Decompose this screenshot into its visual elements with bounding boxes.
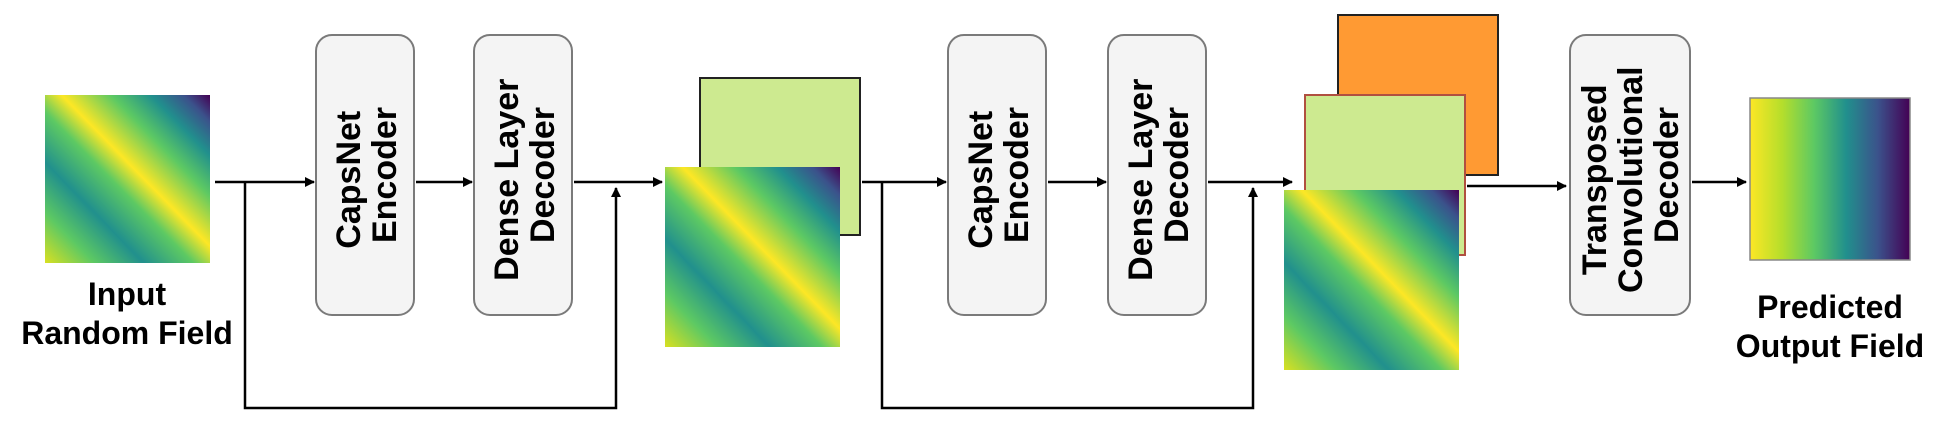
final-decoder-label-line1: Transposed	[1576, 84, 1614, 275]
final-decoder-label-line3: Decoder	[1648, 107, 1686, 243]
edge-stage1-skip-connection	[243, 182, 621, 410]
input-caption-line2: Random Field	[21, 315, 233, 351]
stage1-capsnet-encoder-block: CapsNet Encoder	[315, 34, 415, 316]
stage2-decoder-label-line1: Dense Layer	[1122, 79, 1160, 281]
input-random-field-image	[45, 95, 210, 263]
svg-text:CapsNet Encoder: CapsNet Encoder	[962, 101, 1036, 248]
svg-text:Dense Layer Decoder: Dense Layer Decoder	[488, 69, 562, 281]
stage2-field-output-image	[1284, 190, 1459, 370]
stage1-encoder-label-line2: Encoder	[366, 107, 404, 243]
stage1-decoder-label-line1: Dense Layer	[488, 79, 526, 281]
svg-text:CapsNet Encoder: CapsNet Encoder	[330, 101, 404, 248]
output-caption-line2: Output Field	[1736, 328, 1924, 364]
predicted-output-field-image	[1749, 97, 1911, 261]
stage2-encoder-label-line2: Encoder	[998, 107, 1036, 243]
transposed-conv-decoder-block: Transposed Convolutional Decoder	[1569, 34, 1691, 316]
stage1-decoder-label-line2: Decoder	[524, 107, 562, 243]
final-decoder-label-line2: Convolutional	[1612, 66, 1650, 293]
input-caption-line1: Input	[88, 276, 167, 312]
stage1-dense-decoder-block: Dense Layer Decoder	[473, 34, 573, 316]
stage1-field-output-image	[665, 167, 840, 347]
edge-stage2-skip-connection	[880, 182, 1258, 410]
stage2-capsnet-encoder-block: CapsNet Encoder	[947, 34, 1047, 316]
stage2-encoder-label-line1: CapsNet	[962, 111, 1000, 249]
stage2-decoder-label-line2: Decoder	[1158, 107, 1196, 243]
svg-text:Dense Layer Decoder: Dense Layer Decoder	[1122, 69, 1196, 281]
stage2-dense-decoder-block: Dense Layer Decoder	[1107, 34, 1207, 316]
stage1-encoder-label-line1: CapsNet	[330, 111, 368, 249]
connectors	[215, 177, 1747, 410]
output-caption-line1: Predicted	[1757, 289, 1903, 325]
svg-text:Transposed Convolutional: Transposed Convolutional Decoder	[1576, 57, 1686, 293]
